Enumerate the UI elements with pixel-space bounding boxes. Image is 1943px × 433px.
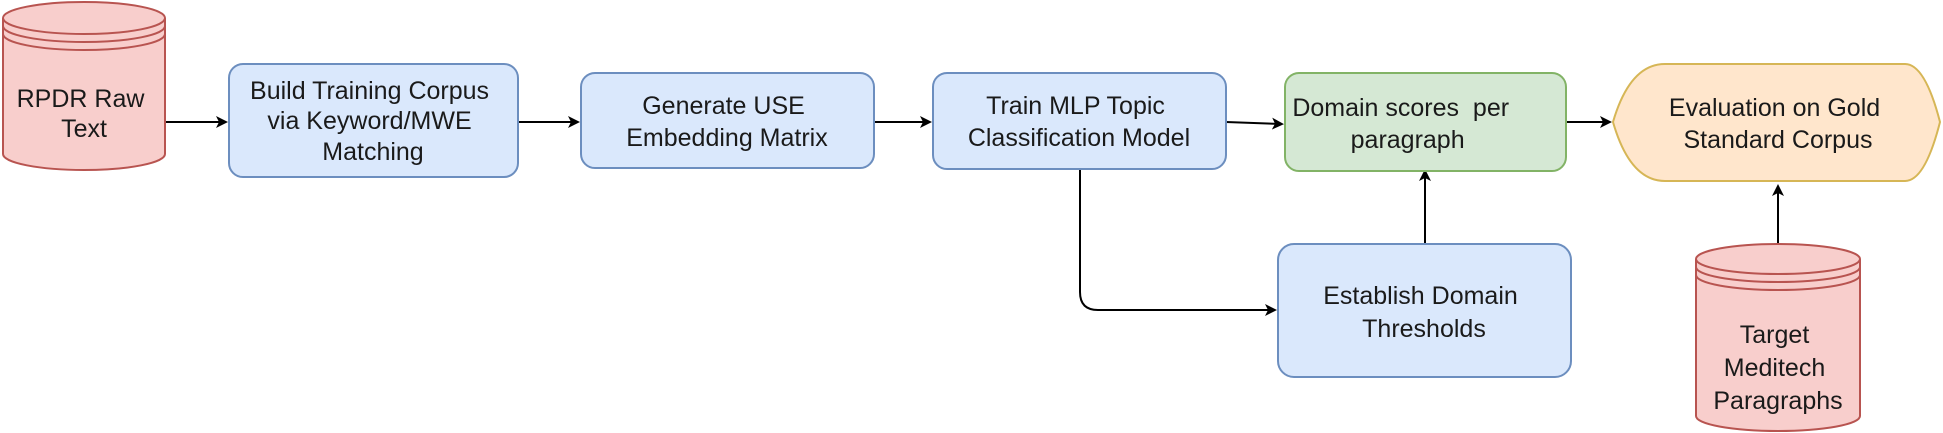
node-generate-label: Generate USE Embedding Matrix: [626, 92, 828, 152]
edges: [166, 116, 1784, 316]
node-build-line-3: Matching: [322, 138, 423, 166]
node-evaluation-line-2: Standard Corpus: [1683, 126, 1872, 154]
node-thresholds-line-1: Establish Domain: [1323, 282, 1518, 310]
node-domain-scores: Domain scores per paragraph: [0, 0, 1567, 172]
node-target-label: Target Meditech Paragraphs: [1713, 321, 1842, 415]
node-domain-scores-line-1: Domain scores per: [1292, 94, 1509, 122]
node-target-line-1: Target: [1740, 321, 1810, 349]
process-box: [932, 72, 1227, 170]
cylinder-rims: [1695, 258, 1861, 291]
node-thresholds-label: Establish Domain Thresholds: [1323, 282, 1524, 343]
process-box: [580, 72, 875, 169]
node-target-meditech: Target Meditech Paragraphs: [1695, 243, 1861, 432]
edge-train-to-thresholds: [1079, 169, 1277, 316]
node-evaluation-gold-standard: Evaluation on Gold Standard Corpus: [1611, 63, 1942, 182]
node-target-line-2: Meditech: [1724, 354, 1825, 382]
node-evaluation-line-1: Evaluation on Gold: [1669, 94, 1880, 122]
node-train-label: Train MLP Topic Classification Model: [968, 92, 1190, 152]
cylinder-body: [2, 1, 166, 171]
cylinder-body: [1695, 243, 1861, 432]
node-thresholds-line-2: Thresholds: [1362, 315, 1486, 343]
display-shape: [1611, 63, 1942, 182]
node-rpdr-line-1: RPDR Raw: [17, 85, 146, 113]
process-box: [1284, 72, 1567, 172]
node-evaluation-label: Evaluation on Gold Standard Corpus: [1669, 94, 1887, 154]
process-box: [1277, 243, 1572, 378]
node-build-line-1: Build Training Corpus: [250, 77, 489, 105]
node-train-line-2: Classification Model: [968, 124, 1190, 152]
node-build-line-2: via Keyword/MWE: [267, 107, 471, 135]
node-domain-scores-line-2: paragraph: [1351, 126, 1465, 154]
node-target-line-3: Paragraphs: [1713, 387, 1842, 415]
node-generate-line-2: Embedding Matrix: [626, 124, 828, 152]
edge-train-to-domain-scores: [1225, 117, 1284, 130]
node-establish-thresholds: Establish Domain Thresholds: [1277, 243, 1572, 378]
process-box: [228, 63, 519, 178]
node-rpdr-raw-text: RPDR Raw Text: [2, 1, 166, 171]
node-train-line-1: Train MLP Topic: [986, 92, 1165, 120]
node-rpdr-label: RPDR Raw Text: [17, 85, 152, 143]
node-train-mlp-model: Train MLP Topic Classification Model: [932, 72, 1227, 170]
node-build-training-corpus: Build Training Corpus via Keyword/MWE Ma…: [228, 63, 519, 178]
node-generate-use-embedding: Generate USE Embedding Matrix: [580, 72, 875, 169]
node-domain-scores-label: Domain scores per paragraph: [0, 0, 1558, 154]
cylinder-rims: [2, 17, 166, 51]
node-rpdr-line-2: Text: [61, 115, 107, 143]
node-generate-line-1: Generate USE: [642, 92, 805, 120]
node-build-label: Build Training Corpus via Keyword/MWE Ma…: [250, 77, 496, 166]
